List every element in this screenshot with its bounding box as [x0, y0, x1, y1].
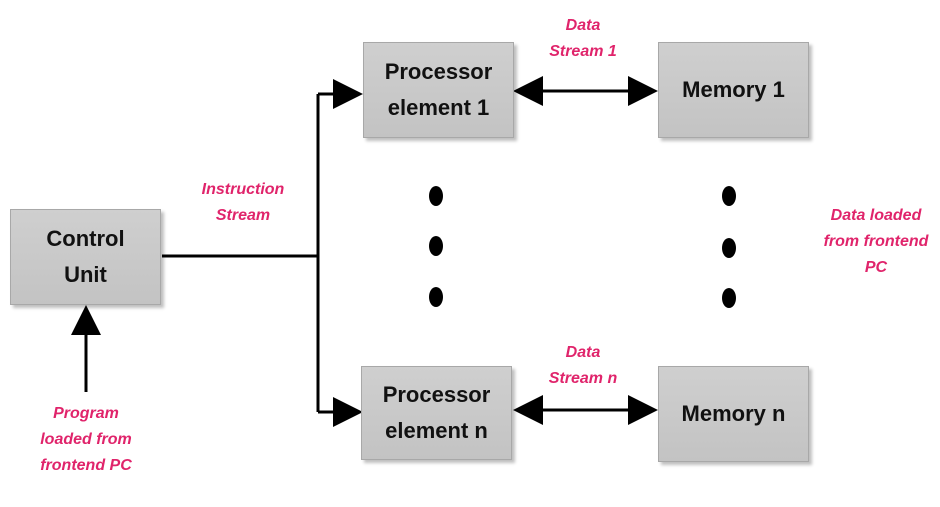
processor-ellipsis-dot	[429, 186, 443, 206]
memory-1-box: Memory 1	[658, 42, 809, 138]
memory-ellipsis-dot	[722, 288, 736, 308]
instruction-stream-label: Instruction Stream	[201, 181, 285, 224]
data-stream-1-label: Data Stream 1	[549, 17, 617, 60]
processor-element-n-box: Processor element n	[361, 366, 512, 460]
control-unit-box: Control Unit	[10, 209, 161, 305]
program-loaded-label: Program loaded from frontend PC	[40, 405, 132, 474]
processor-ellipsis-dot	[429, 287, 443, 307]
memory-ellipsis-dot	[722, 238, 736, 258]
memory-n-box: Memory n	[658, 366, 809, 462]
memory-ellipsis-dot	[722, 186, 736, 206]
processor-ellipsis-dot	[429, 236, 443, 256]
processor-element-1-box: Processor element 1	[363, 42, 514, 138]
data-stream-n-label: Data Stream n	[548, 344, 618, 387]
data-loaded-label: Data loaded from frontend PC	[823, 207, 929, 276]
